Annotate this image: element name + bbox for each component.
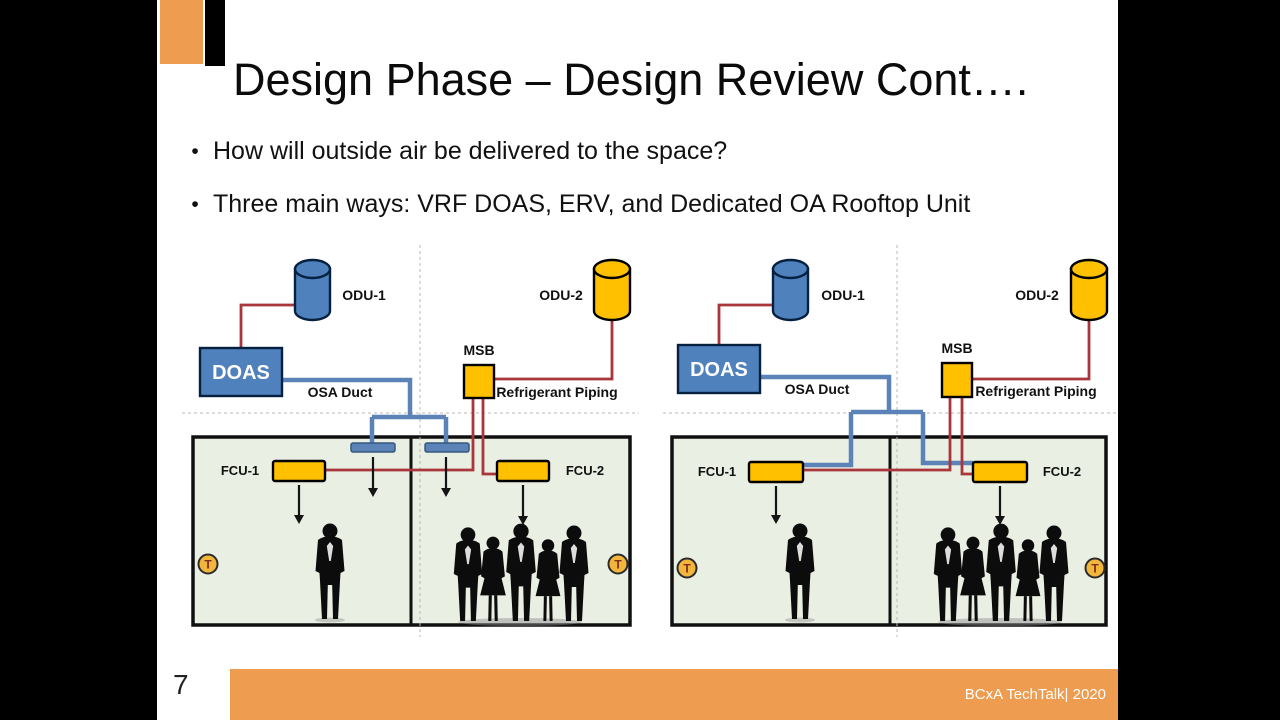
letterbox-right bbox=[1118, 0, 1280, 720]
refrigerant-pipe-odu2-msb bbox=[972, 320, 1091, 381]
osa-duct-line bbox=[282, 377, 449, 444]
fcu2-box bbox=[495, 459, 551, 483]
odu1-cylinder bbox=[293, 258, 332, 322]
odu2-cylinder bbox=[1069, 258, 1109, 322]
letterbox-left bbox=[0, 0, 157, 720]
slide-accent-orange-rect bbox=[160, 0, 203, 64]
odu1-label: ODU-1 bbox=[821, 287, 865, 303]
refrigerant-pipe-msb-fcu2 bbox=[960, 397, 973, 476]
fcu2-box bbox=[971, 460, 1029, 484]
thermostat-left: T bbox=[197, 553, 219, 575]
bullet-text: How will outside air be delivered to the… bbox=[213, 137, 728, 165]
msb-label: MSB bbox=[463, 342, 494, 358]
odu2-cylinder bbox=[592, 258, 632, 322]
fcu1-label: FCU-1 bbox=[698, 464, 736, 479]
fcu2-label: FCU-2 bbox=[566, 463, 604, 478]
bullet-marker: • bbox=[191, 193, 199, 216]
odu1-label: ODU-1 bbox=[342, 287, 386, 303]
msb-box bbox=[940, 361, 974, 399]
doas-label: DOAS bbox=[212, 362, 270, 384]
slide-title: Design Phase – Design Review Cont…. bbox=[233, 54, 1029, 105]
osa-duct-line bbox=[760, 374, 973, 468]
odu1-cylinder bbox=[771, 258, 810, 322]
msb-box bbox=[462, 363, 496, 400]
doas-label: DOAS bbox=[690, 359, 748, 381]
thermostat-right: T bbox=[1084, 557, 1106, 579]
thermostat-letter: T bbox=[1091, 562, 1099, 576]
person-shadow bbox=[785, 617, 815, 623]
osa-duct-label: OSA Duct bbox=[308, 384, 373, 400]
bullet-text: Three main ways: VRF DOAS, ERV, and Dedi… bbox=[213, 190, 971, 218]
refrigerant-pipe-msb-fcu2 bbox=[481, 398, 497, 476]
thermostat-letter: T bbox=[614, 558, 622, 572]
odu2-label: ODU-2 bbox=[539, 287, 583, 303]
msb-label: MSB bbox=[941, 340, 972, 356]
footer-bar: BCxA TechTalk| 2020 bbox=[230, 669, 1118, 720]
person-shadow bbox=[315, 617, 345, 623]
refrigerant-pipe-doas-odu1 bbox=[717, 303, 773, 345]
fcu1-box bbox=[271, 459, 327, 483]
ceiling-diffuser bbox=[424, 442, 470, 453]
diagram-vrf-doas-diffusers: DOAS MSB T T bbox=[182, 245, 639, 637]
thermostat-left: T bbox=[676, 557, 698, 579]
slide: Design Phase – Design Review Cont…. • Ho… bbox=[157, 0, 1118, 720]
ceiling-diffuser bbox=[350, 442, 396, 453]
fcu2-label: FCU-2 bbox=[1043, 464, 1081, 479]
fcu1-label: FCU-1 bbox=[221, 463, 259, 478]
refrigerant-pipe-doas-odu1 bbox=[239, 303, 295, 348]
bullet-item: • Three main ways: VRF DOAS, ERV, and De… bbox=[177, 190, 970, 219]
refrigerant-piping-label: Refrigerant Piping bbox=[496, 384, 617, 400]
refrigerant-pipe-msb-fcu1 bbox=[803, 397, 952, 472]
thermostat-right: T bbox=[607, 553, 629, 575]
doas-box bbox=[676, 343, 762, 395]
airflow-arrows bbox=[294, 457, 528, 525]
airflow-arrows bbox=[771, 486, 1005, 525]
refrigerant-pipe-odu2-msb bbox=[494, 320, 614, 381]
diagram-vrf-doas-ducted-fcu: DOAS MSB T T ODU-1 ODU-2 OSA Duct bbox=[663, 245, 1116, 637]
footer-text: BCxA TechTalk| 2020 bbox=[964, 686, 1106, 703]
refrigerant-piping-label: Refrigerant Piping bbox=[975, 383, 1096, 399]
bullet-marker: • bbox=[191, 140, 199, 163]
thermostat-letter: T bbox=[204, 558, 212, 572]
fcu1-box bbox=[747, 460, 805, 484]
osa-duct-label: OSA Duct bbox=[785, 381, 850, 397]
page-number: 7 bbox=[173, 669, 189, 700]
odu2-label: ODU-2 bbox=[1015, 287, 1059, 303]
bullet-item: • How will outside air be delivered to t… bbox=[177, 137, 727, 166]
slide-accent-black-rect bbox=[205, 0, 225, 66]
refrigerant-pipe-msb-fcu1 bbox=[325, 398, 475, 472]
thermostat-letter: T bbox=[683, 562, 691, 576]
doas-box bbox=[198, 346, 284, 398]
